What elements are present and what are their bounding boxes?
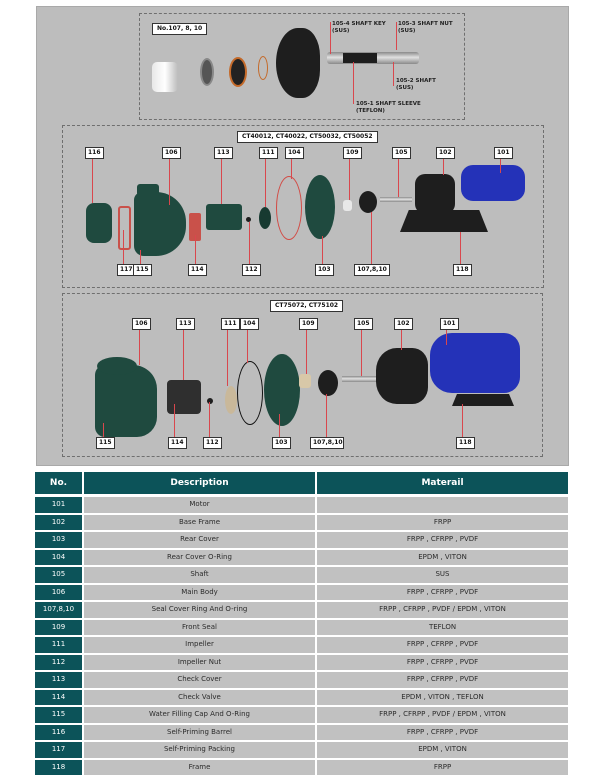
label-103-large: 103 [272, 437, 291, 449]
label-101-large: 101 [440, 318, 459, 330]
small-models-title: CT40012, CT40022, CT50032, CT50052 [237, 131, 378, 143]
header-material: Materail [317, 472, 568, 494]
main-body-part [134, 192, 186, 256]
seal-cover-part [229, 57, 247, 87]
note-shaft: 105-2 SHAFT(SUS) [396, 78, 436, 91]
rear-cover-part [305, 175, 335, 239]
label-104: 104 [285, 147, 304, 159]
label-104-large: 104 [240, 318, 259, 330]
impeller-part [259, 207, 271, 229]
note-shaft-nut: 105-3 SHAFT NUT(SUS) [398, 21, 453, 34]
main-body-flange [137, 184, 159, 196]
frame-part-small [400, 210, 488, 232]
check-cover-part-large [167, 380, 201, 414]
note-shaft-sleeve: 105-1 SHAFT SLEEVE(TEFLON) [356, 101, 421, 114]
base-frame-part-large [376, 348, 428, 404]
shaft-part-large [342, 376, 382, 382]
table-header: No. Description Materail [35, 472, 568, 494]
label-118-large: 118 [456, 437, 475, 449]
impeller-part-large [225, 386, 237, 414]
label-109-large: 109 [299, 318, 318, 330]
rear-cover-o-ring-part-large [237, 361, 263, 425]
label-107-8-10-large: 107,8,10 [310, 437, 344, 449]
frame-part-large [452, 394, 514, 406]
seal-cover-ring-part [276, 28, 320, 98]
main-body-flange-large [97, 357, 137, 375]
check-cover-part [206, 204, 242, 230]
note-shaft-key: 105-4 SHAFT KEY(SUS) [332, 21, 386, 34]
self-priming-packing-part [118, 206, 131, 250]
shaft-part-small [380, 197, 412, 202]
header-no: No. [35, 472, 82, 494]
label-113: 113 [214, 147, 233, 159]
self-priming-barrel-part [86, 203, 112, 243]
label-102-large: 102 [394, 318, 413, 330]
label-114: 114 [188, 264, 207, 276]
seal-cover-part-large [318, 370, 338, 396]
label-113-large: 113 [176, 318, 195, 330]
label-105: 105 [392, 147, 411, 159]
impeller-nut-part [246, 217, 251, 222]
o-ring-part [258, 56, 268, 80]
large-models-title: CT75072, CT75102 [270, 300, 344, 312]
label-118: 118 [453, 264, 472, 276]
label-106-large: 106 [132, 318, 151, 330]
rear-cover-part-large [264, 354, 300, 426]
seal-cover-part-small [359, 191, 377, 213]
motor-part-large [430, 333, 520, 393]
label-103: 103 [315, 264, 334, 276]
large-models-box [62, 293, 543, 457]
base-frame-part [415, 174, 455, 214]
label-111: 111 [259, 147, 278, 159]
front-seal-part [152, 62, 178, 92]
seal-kit-title: No.107, 8, 10 [152, 23, 208, 35]
check-valve-part [189, 213, 201, 241]
label-112-large: 112 [203, 437, 222, 449]
front-seal-part-large [299, 374, 311, 388]
label-115-large: 115 [96, 437, 115, 449]
motor-part-small [461, 165, 525, 201]
label-117: 117 [117, 264, 136, 276]
front-seal-part-small [343, 200, 352, 211]
seal-ring-part [200, 58, 214, 86]
label-114-large: 114 [168, 437, 187, 449]
rear-cover-o-ring-part [276, 176, 302, 240]
shaft-sleeve-part [343, 53, 377, 63]
label-112: 112 [242, 264, 261, 276]
impeller-nut-part-large [207, 398, 213, 404]
seal-kit-box [139, 13, 465, 120]
label-116: 116 [85, 147, 104, 159]
label-115: 115 [133, 264, 152, 276]
label-102: 102 [436, 147, 455, 159]
small-models-box [62, 125, 544, 288]
label-107-8-10: 107,8,10 [354, 264, 390, 276]
label-106: 106 [162, 147, 181, 159]
main-body-part-large [95, 365, 157, 437]
label-105-large: 105 [354, 318, 373, 330]
label-101: 101 [494, 147, 513, 159]
label-109: 109 [343, 147, 362, 159]
header-description: Description [84, 472, 315, 494]
label-111-large: 111 [221, 318, 240, 330]
